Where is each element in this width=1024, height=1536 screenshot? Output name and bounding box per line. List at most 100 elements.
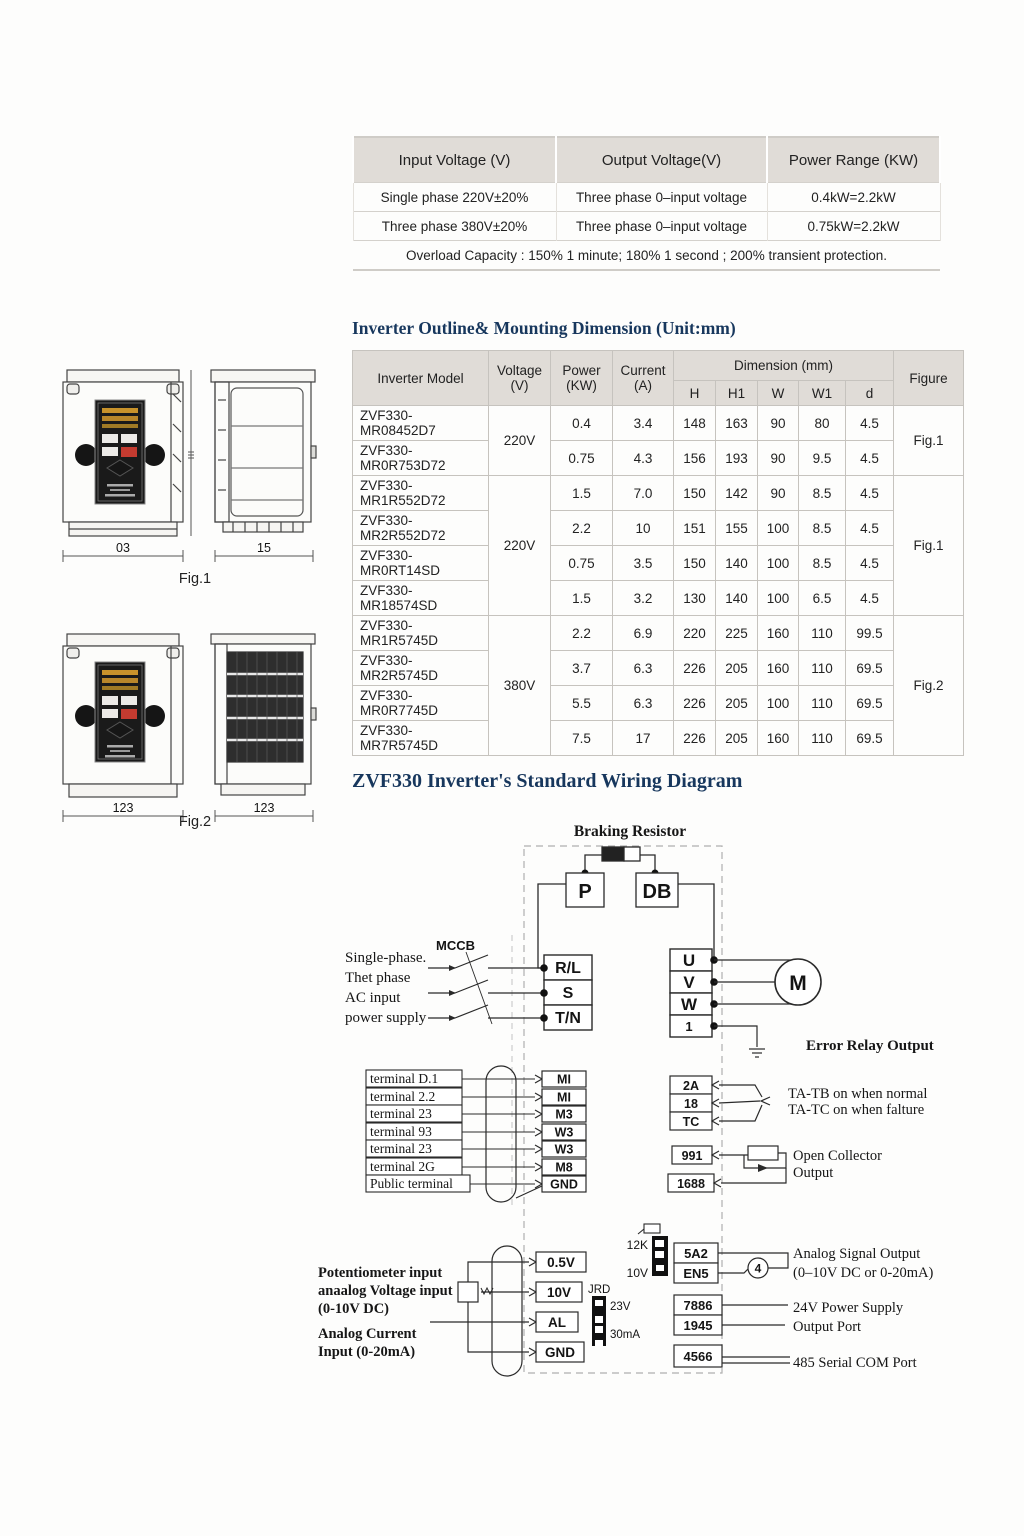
- digital-term-4: W3: [555, 1126, 574, 1140]
- cell: 8.5: [798, 475, 846, 511]
- relay-term-tc: TC: [683, 1115, 700, 1129]
- spec-header-row: Input Voltage (V) Output Voltage(V) Powe…: [352, 137, 941, 183]
- analog-term-al: AL: [548, 1315, 566, 1330]
- digital-label-4: terminal 93: [370, 1124, 432, 1139]
- spec-cell: 0.75kW=2.2kW: [766, 211, 941, 241]
- cell: 3.2: [612, 580, 674, 616]
- fig2-fin-texture: [236, 652, 298, 762]
- spec-row-2: Three phase 380V±20% Three phase 0–input…: [352, 211, 941, 241]
- cell: 100: [757, 685, 799, 721]
- cell: 4.5: [844, 545, 895, 581]
- cell: 3.4: [612, 405, 674, 441]
- table-row: ZVF330-MR18574SD 1.5 3.2 130 140 100 6.5…: [352, 580, 964, 616]
- model-cell: ZVF330-MR0RT14SD: [352, 545, 489, 581]
- cell: 160: [757, 720, 799, 756]
- cell: 155: [715, 510, 758, 546]
- cell: 110: [798, 650, 846, 686]
- spec-cell: 0.4kW=2.2kW: [766, 182, 941, 212]
- cell: 150: [673, 545, 716, 581]
- cell: 6.9: [612, 615, 674, 651]
- sw1-bottom-label: 10V: [627, 1266, 648, 1280]
- cell: 163: [715, 405, 758, 441]
- terminal-v: V: [683, 973, 695, 992]
- fig1-side-width-label: 15: [257, 541, 271, 555]
- analog-term-gnd: GND: [545, 1345, 575, 1360]
- ps-label-line1: 24V Power Supply: [793, 1300, 904, 1316]
- dim-header-w: W: [757, 380, 799, 406]
- model-cell: ZVF330-MR18574SD: [352, 580, 489, 616]
- fig2-side-width-label: 123: [254, 801, 275, 815]
- motor-label: M: [789, 972, 807, 995]
- analog-output-circuit: 12K 10V 4 5A2 EN5 Analog Signal Output (…: [627, 1223, 933, 1284]
- cell: 0.75: [550, 440, 613, 476]
- analog-term-10v: 10V: [547, 1285, 571, 1300]
- cell: 110: [798, 720, 846, 756]
- spec-header-power-range: Power Range (KW): [766, 137, 941, 183]
- cell: 140: [715, 580, 758, 616]
- cell: 225: [715, 615, 758, 651]
- error-relay-label: Error Relay Output: [806, 1038, 934, 1054]
- braking-resistor-circuit: [537, 846, 715, 969]
- wiring-section-title: ZVF330 Inverter's Standard Wiring Diagra…: [352, 770, 743, 792]
- shielded-cable-symbol: [485, 1065, 517, 1203]
- dim-header-power: Power (KW): [550, 350, 613, 406]
- cell: 6.3: [612, 650, 674, 686]
- ps-label-line2: Output Port: [793, 1319, 861, 1335]
- cell: 4.5: [844, 405, 895, 441]
- cell: 99.5: [844, 615, 895, 651]
- dim-header-dimension: Dimension (mm): [672, 350, 895, 381]
- output-terminal-block: [669, 948, 718, 1038]
- dim-header-figure: Figure: [893, 350, 965, 406]
- spec-row-1: Single phase 220V±20% Three phase 0–inpu…: [352, 182, 941, 212]
- spec-cell: Three phase 0–input voltage: [555, 182, 768, 212]
- fig1-width-dimensions: [62, 550, 314, 562]
- dimension-section-title: Inverter Outline& Mounting Dimension (Un…: [352, 318, 736, 338]
- digital-term-5: W3: [555, 1143, 574, 1157]
- model-cell: ZVF330-MR7R5745D: [352, 720, 489, 756]
- oc-term-1688: 1688: [677, 1177, 705, 1191]
- input-label-1: Single-phase.: [345, 950, 426, 966]
- digital-label-3: terminal 23: [370, 1106, 432, 1121]
- analog-term-05v: 0.5V: [547, 1255, 575, 1270]
- relay-term-tb: 18: [684, 1097, 698, 1111]
- table-row: ZVF330-MR1R5745D 380V 2.2 6.9 220 225 16…: [352, 615, 965, 756]
- analog-label-2: anaalog Voltage input: [318, 1283, 453, 1299]
- model-cell: ZVF330-MR1R5745D: [352, 615, 489, 651]
- cell: 7.5: [550, 720, 613, 756]
- inverter-boundary: [523, 845, 723, 1374]
- open-collector-circuit: 991 1688 Open Collector Output: [667, 1145, 882, 1193]
- cell: 6.3: [612, 685, 674, 721]
- fig2-drawing: 123 123: [62, 633, 317, 822]
- digital-term-7: GND: [550, 1178, 578, 1192]
- cell: 226: [673, 650, 716, 686]
- voltage-group-cell: 220V: [488, 405, 551, 476]
- table-row: ZVF330-MR2R552D72 2.2 10 151 155 100 8.5…: [352, 510, 964, 546]
- sw1-top-label: 12K: [627, 1238, 648, 1252]
- digital-label-1: terminal D.1: [370, 1071, 438, 1086]
- cell: 4.5: [844, 475, 895, 511]
- digital-term-6: M8: [555, 1161, 572, 1175]
- model-cell: ZVF330-MR2R552D72: [352, 510, 489, 546]
- mccb-label: MCCB: [436, 938, 475, 953]
- cell: 100: [757, 545, 799, 581]
- ao-term-1: 5A2: [684, 1246, 708, 1261]
- terminal-db: DB: [643, 881, 672, 903]
- cell: 148: [673, 405, 716, 441]
- digital-input-rows: terminal D.1 terminal 2.2 terminal 23 te…: [365, 1065, 587, 1203]
- cell: 110: [798, 685, 846, 721]
- dim-header-model: Inverter Model: [352, 350, 489, 406]
- analog-label-5: Input (0-20mA): [318, 1344, 415, 1360]
- analog-label-1: Potentiometer input: [318, 1265, 442, 1281]
- cell: 156: [673, 440, 716, 476]
- model-cell: ZVF330-MR0R7745D: [352, 685, 489, 721]
- ao-term-2: EN5: [683, 1266, 708, 1281]
- cell: 1.5: [550, 475, 613, 511]
- fig2-front-width-label: 123: [113, 801, 134, 815]
- fig1-height-dimension: [188, 370, 194, 536]
- terminal-p: P: [578, 881, 591, 903]
- cell: 130: [673, 580, 716, 616]
- fig1-keypad-display: [102, 408, 138, 497]
- voltage-group-cell: 380V: [488, 615, 551, 756]
- cell: 1.5: [550, 580, 613, 616]
- cell: 220: [673, 615, 716, 651]
